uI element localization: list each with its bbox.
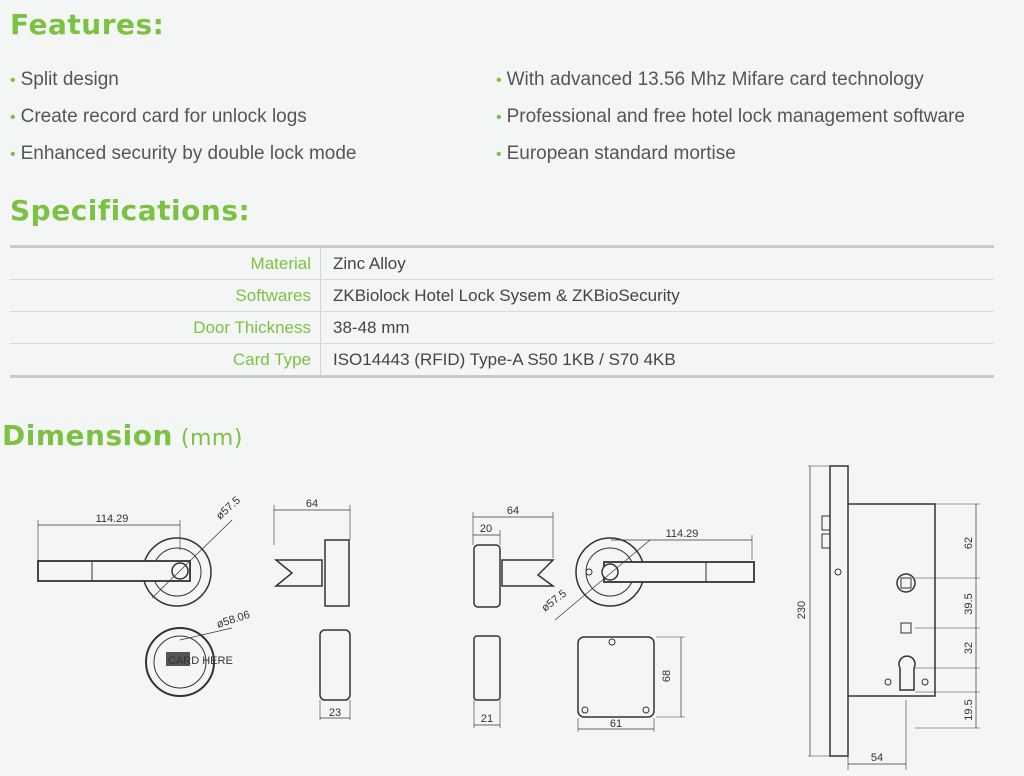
spec-label: Door Thickness xyxy=(10,311,321,344)
feature-item: •Professional and free hotel lock manage… xyxy=(496,106,965,127)
dim-label: 64 xyxy=(306,498,318,510)
features-list-right: •With advanced 13.56 Mhz Mifare card tec… xyxy=(496,62,965,173)
bullet-icon: • xyxy=(10,72,16,89)
front-handle-drawing xyxy=(37,519,233,607)
table-row: Card Type ISO14443 (RFID) Type-A S50 1KB … xyxy=(10,343,994,377)
dim-label: ø57.5 xyxy=(539,588,569,615)
features-list-left: •Split design •Create record card for un… xyxy=(10,62,356,173)
dim-label: ø57.5 xyxy=(214,494,243,522)
dim-label: 23 xyxy=(329,707,341,719)
dim-label: 20 xyxy=(480,523,492,535)
features-title: Features: xyxy=(10,8,165,41)
dimension-drawings: 114.29 ø57.5 ø58.06 CARD HERE 64 23 64 2… xyxy=(37,465,980,770)
dim-label: 64 xyxy=(507,505,519,517)
card-reader-text: CARD HERE xyxy=(168,655,233,667)
back-handle-drawing xyxy=(554,535,755,621)
feature-item: •Create record card for unlock logs xyxy=(10,106,307,127)
bullet-icon: • xyxy=(496,146,502,163)
spec-label: Material xyxy=(10,246,321,280)
spec-value: ISO14443 (RFID) Type-A S50 1KB / S70 4KB xyxy=(333,349,676,369)
dimension-unit: (mm) xyxy=(180,426,243,451)
dim-label: ø58.06 xyxy=(215,609,251,631)
dim-label: 230 xyxy=(796,601,808,619)
spec-label: Card Type xyxy=(10,343,321,377)
battery-box-drawing xyxy=(577,636,685,732)
dim-label: 54 xyxy=(871,752,883,764)
dim-label: 32 xyxy=(963,642,975,654)
dim-label: 61 xyxy=(610,718,622,730)
dim-label: 114.29 xyxy=(96,513,129,525)
dim-label: 21 xyxy=(481,713,493,725)
dim-label: 114.29 xyxy=(666,528,699,540)
dim-label: 19.5 xyxy=(963,699,975,720)
spec-value: Zinc Alloy xyxy=(320,246,994,280)
specifications-title: Specifications: xyxy=(10,194,251,227)
bullet-icon: • xyxy=(496,72,502,89)
dim-label: 62 xyxy=(963,537,975,549)
back-side-drawing xyxy=(472,512,556,728)
dimension-title: Dimension(mm) xyxy=(2,419,243,452)
spec-value: 38-48 mm xyxy=(320,311,994,344)
bullet-icon: • xyxy=(496,109,502,126)
card-reader-drawing xyxy=(145,627,233,697)
dim-label: 39.5 xyxy=(963,593,975,614)
bullet-icon: • xyxy=(10,146,16,163)
feature-item: •With advanced 13.56 Mhz Mifare card tec… xyxy=(496,69,924,90)
front-side-drawing xyxy=(273,505,351,720)
spec-value: ZKBiolock Hotel Lock Sysem & ZKBioSecuri… xyxy=(320,279,994,312)
dim-label: 68 xyxy=(661,670,673,682)
feature-item: •Enhanced security by double lock mode xyxy=(10,143,357,164)
spec-label: Softwares xyxy=(10,279,321,312)
feature-item: •Split design xyxy=(10,69,119,90)
bullet-icon: • xyxy=(10,109,16,126)
feature-item: •European standard mortise xyxy=(496,143,736,164)
mortise-drawing xyxy=(808,465,980,770)
